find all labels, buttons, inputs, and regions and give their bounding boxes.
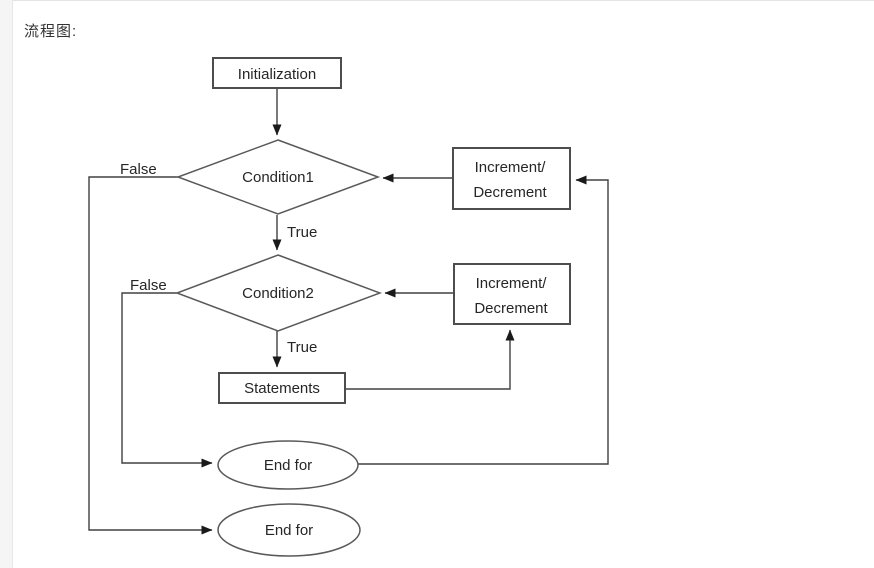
increment-decrement-mid-line2: Decrement (474, 300, 548, 317)
condition2-false-label: False (130, 277, 167, 294)
left-gutter (0, 0, 13, 568)
increment-decrement-mid-box (453, 263, 571, 325)
statements-box (218, 372, 346, 404)
condition2-true-label: True (287, 339, 317, 356)
end-for-outer-label: End for (265, 522, 313, 539)
edge-endfor-inner-to-incdec-top (358, 175, 609, 465)
initialization-label: Initialization (238, 66, 316, 83)
increment-decrement-top-line2: Decrement (473, 184, 547, 201)
condition1-diamond (175, 139, 381, 215)
edge-condition2-false-to-endfor-inner (121, 292, 213, 468)
condition1-true-label: True (287, 224, 317, 241)
top-divider (0, 0, 874, 1)
condition1-false-label: False (120, 161, 157, 178)
statements-label: Statements (244, 380, 320, 397)
increment-decrement-top-line1: Increment/ (475, 159, 547, 176)
edge-condition1-false-to-endfor-outer (88, 176, 213, 535)
end-for-inner-label: End for (264, 457, 312, 474)
initialization-box (212, 57, 342, 89)
edge-statements-to-incdec-mid (345, 329, 515, 390)
increment-decrement-top-box (452, 147, 571, 210)
condition2-label: Condition2 (242, 285, 314, 302)
condition1-label: Condition1 (242, 169, 314, 186)
page-title: 流程图: (24, 23, 78, 40)
condition2-diamond (174, 254, 383, 332)
end-for-outer-ellipse (217, 503, 361, 557)
increment-decrement-mid-line1: Increment/ (476, 275, 548, 292)
end-for-inner-ellipse (217, 440, 359, 490)
